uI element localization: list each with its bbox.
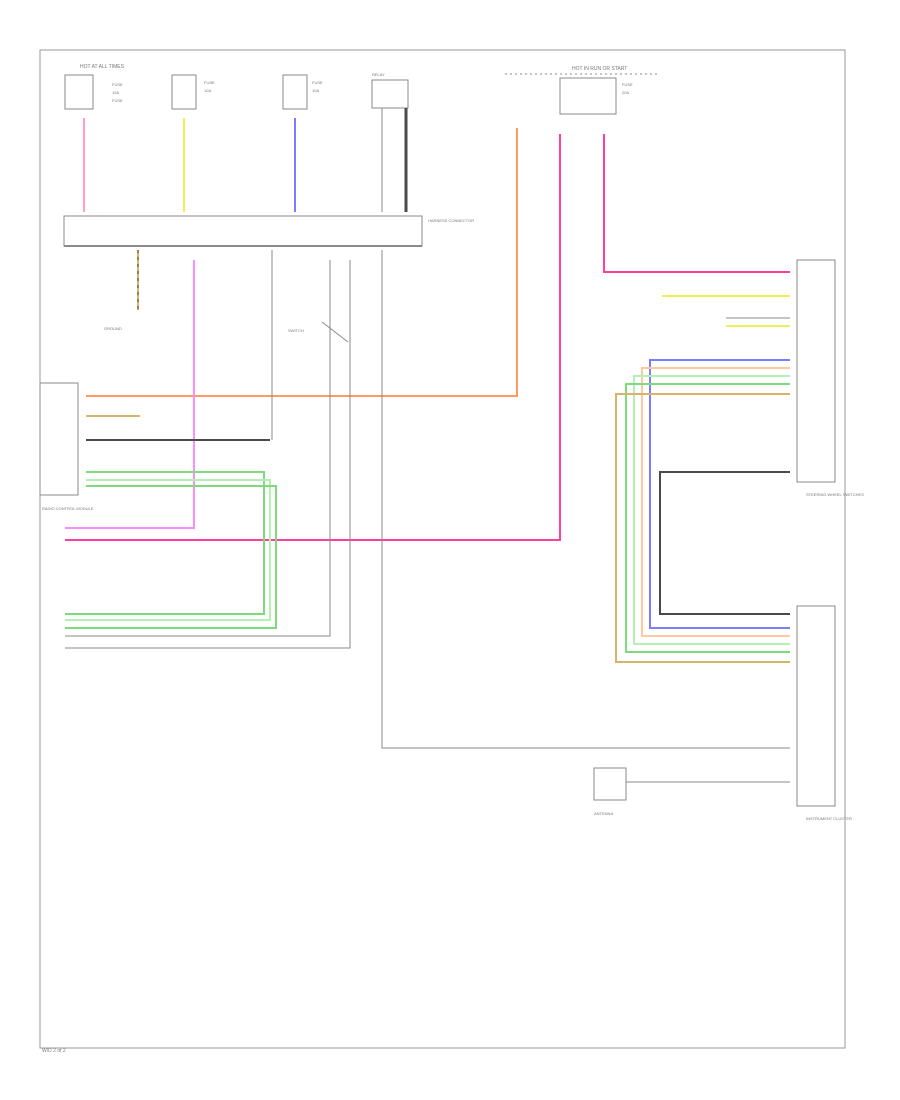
svg-text:FUSE: FUSE [204,80,215,85]
wire-green-3 [65,485,277,629]
fuse-box-3: FUSE 10A [282,74,323,110]
wire-magenta-right [65,134,561,541]
wire-green-1 [65,471,265,615]
svg-text:FUSE: FUSE [112,98,123,103]
svg-text:FUSE: FUSE [112,82,123,87]
svg-text:15A: 15A [112,90,119,95]
svg-text:HARNESS CONNECTOR: HARNESS CONNECTOR [428,218,474,223]
svg-text:GROUND: GROUND [104,326,122,331]
relay-box: RELAY [371,72,409,109]
wire-light-magenta [65,260,195,529]
wire-bus-green [633,375,790,645]
wire-bus-blue [649,359,790,629]
svg-text:HOT IN RUN OR START: HOT IN RUN OR START [572,66,627,72]
wire-gray-mid-3 [65,260,351,649]
page-ref: W/D 2 of 2 [42,1048,66,1054]
fuse-block-right: HOT IN RUN OR START FUSE 20A [505,66,660,115]
svg-text:ANTENNA: ANTENNA [594,811,613,816]
wire-pink-right-a [86,128,518,397]
svg-text:STEERING WHEEL SWITCHES: STEERING WHEEL SWITCHES [806,492,864,497]
wire-bus-tan [615,393,790,663]
right-module-upper: STEERING WHEEL SWITCHES [796,259,864,497]
wire-bus-peach [641,367,790,637]
wire-green-2 [65,479,271,621]
svg-text:20A: 20A [622,90,629,95]
svg-text:10A: 10A [204,88,211,93]
antenna-component: ANTENNA [593,767,790,816]
left-module: RADIO CONTROL MODULE [39,382,270,511]
fuse-box-2: FUSE 10A [171,74,215,110]
switch-symbol: SWITCH [288,321,349,343]
ground-component: GROUND [104,250,139,331]
wire-pink-right-b [603,134,790,273]
diagram-frame [39,49,846,1049]
fuse-box-1: HOT AT ALL TIMES FUSE 15A FUSE [64,64,125,110]
wire-gray-mid-4 [381,250,790,749]
svg-text:RELAY: RELAY [372,72,385,77]
svg-text:RADIO CONTROL MODULE: RADIO CONTROL MODULE [42,506,94,511]
wire-gray-mid-2 [65,260,331,637]
svg-text:FUSE: FUSE [622,82,633,87]
svg-text:INSTRUMENT CLUSTER: INSTRUMENT CLUSTER [806,816,852,821]
svg-text:10A: 10A [312,88,319,93]
svg-text:SWITCH: SWITCH [288,328,304,333]
wire-bus-green2 [625,383,790,653]
svg-text:HOT AT ALL TIMES: HOT AT ALL TIMES [80,64,125,70]
svg-text:FUSE: FUSE [312,80,323,85]
wire-dark-right [659,471,790,615]
harness-connector: HARNESS CONNECTOR [63,215,474,247]
right-module-lower: INSTRUMENT CLUSTER [796,605,852,821]
